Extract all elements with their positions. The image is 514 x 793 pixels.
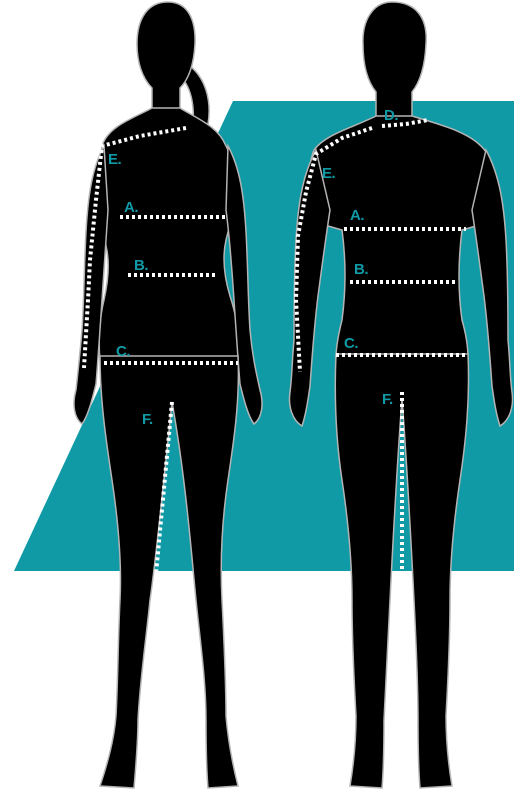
female-label-f: F. [142,411,153,428]
male-label-f: F. [382,391,393,408]
female-label-e: E. [108,151,122,168]
female-head [137,2,195,112]
male-label-b: B. [354,261,368,278]
male-label-d: D. [384,107,398,124]
male-label-c: C. [344,335,358,352]
male-label-a: A. [350,207,364,224]
female-label-b: B. [134,257,148,274]
male-label-e: E. [322,165,336,182]
female-torso [99,108,238,360]
female-label-a: A. [124,199,138,216]
female-label-c: C. [116,343,130,360]
